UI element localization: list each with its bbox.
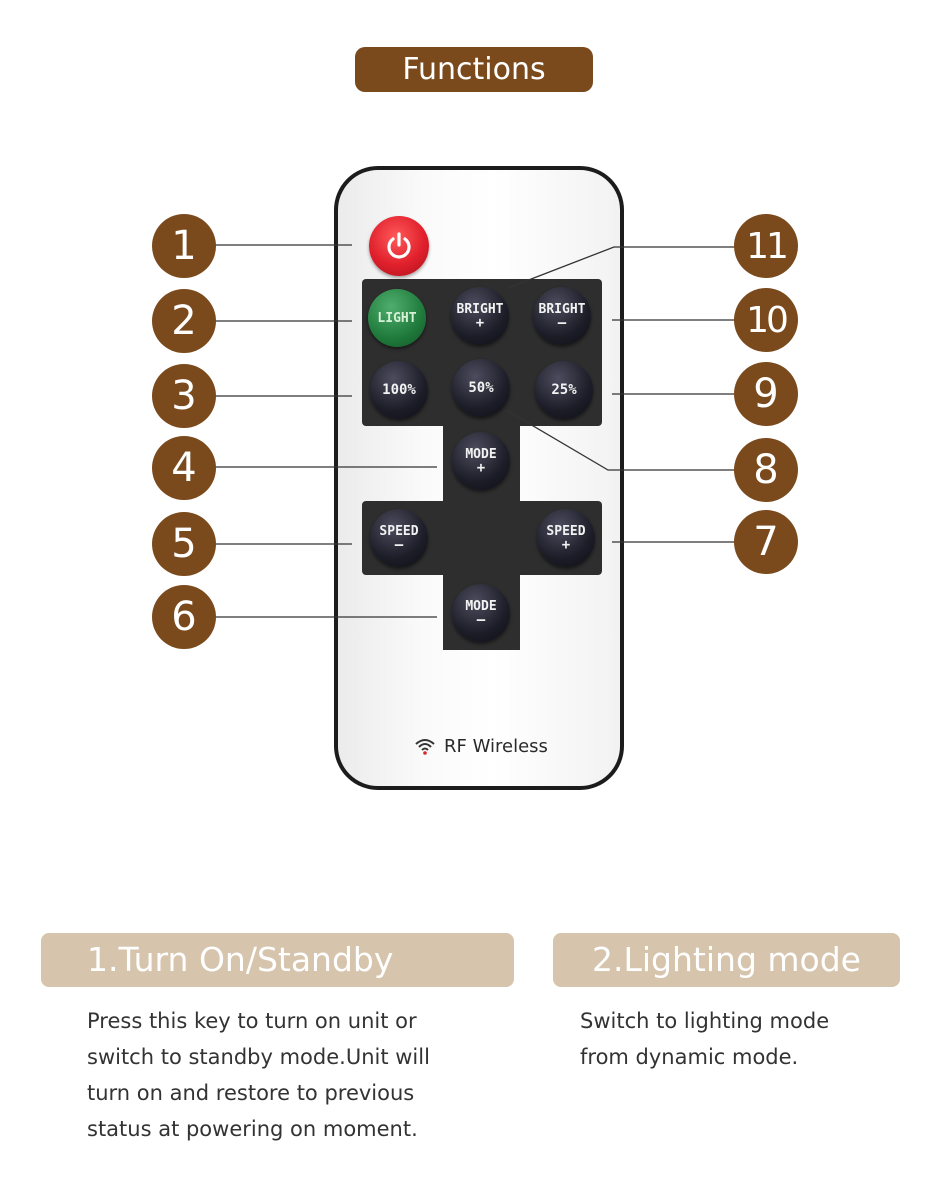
section-title-turn-on-standby: 1.Turn On/Standby <box>41 933 514 987</box>
description-line: from dynamic mode. <box>580 1045 799 1069</box>
light-button-label: LIGHT <box>377 310 417 326</box>
lighting-mode-description: Switch to lighting mode from dynamic mod… <box>580 1003 829 1075</box>
brightness-50-button[interactable]: 50% <box>452 359 510 417</box>
bright-minus-sign: – <box>557 315 567 331</box>
bright-minus-label: BRIGHT <box>538 302 586 317</box>
section-title-lighting-mode: 2.Lighting mode <box>553 933 900 987</box>
callout-number-11: 11 <box>734 214 798 278</box>
power-icon <box>387 232 411 259</box>
callout-number-5: 5 <box>152 512 216 576</box>
callout-number-3: 3 <box>152 364 216 428</box>
speed-minus-sign: – <box>394 537 404 553</box>
bright-plus-sign: + <box>475 315 485 331</box>
callout-number-6: 6 <box>152 585 216 649</box>
brightness-25-button[interactable]: 25% <box>535 361 593 419</box>
brightness-25-label: 25% <box>551 381 577 398</box>
callout-number-10: 10 <box>734 288 798 352</box>
turn-on-standby-description: Press this key to turn on unit or switch… <box>87 1003 430 1147</box>
brightness-50-label: 50% <box>468 379 494 396</box>
callout-number-1: 1 <box>152 214 216 278</box>
description-line: switch to standby mode.Unit will <box>87 1045 430 1069</box>
power-button[interactable] <box>369 216 429 276</box>
description-line: turn on and restore to previous <box>87 1081 415 1105</box>
mode-minus-sign: – <box>476 612 486 628</box>
callout-number-9: 9 <box>734 362 798 426</box>
callout-number-4: 4 <box>152 436 216 500</box>
speed-plus-label: SPEED <box>546 524 586 539</box>
brightness-100-label: 100% <box>382 381 416 398</box>
callout-line-8 <box>505 409 738 471</box>
mode-plus-sign: + <box>476 460 486 476</box>
mode-minus-button[interactable]: MODE – <box>452 584 510 642</box>
rf-wireless-brand: RF Wireless <box>414 733 548 759</box>
speed-minus-button[interactable]: SPEED – <box>370 509 428 567</box>
speed-plus-sign: + <box>561 537 571 553</box>
bright-minus-button[interactable]: BRIGHT – <box>533 287 591 345</box>
callout-number-2: 2 <box>152 289 216 353</box>
speed-plus-button[interactable]: SPEED + <box>537 509 595 567</box>
functions-title: Functions <box>355 47 593 92</box>
bright-plus-label: BRIGHT <box>456 302 504 317</box>
callout-number-7: 7 <box>734 510 798 574</box>
wifi-icon <box>415 739 435 755</box>
rf-wireless-label: RF Wireless <box>444 735 548 757</box>
description-line: Switch to lighting mode <box>580 1009 830 1033</box>
description-line: status at powering on moment. <box>87 1117 418 1141</box>
callout-line-11 <box>507 246 738 289</box>
callout-number-8: 8 <box>734 438 798 502</box>
speed-minus-label: SPEED <box>379 524 419 539</box>
mode-plus-label: MODE <box>465 447 497 462</box>
mode-plus-button[interactable]: MODE + <box>452 432 510 490</box>
bright-plus-button[interactable]: BRIGHT + <box>451 287 509 345</box>
mode-minus-label: MODE <box>465 599 497 614</box>
brightness-100-button[interactable]: 100% <box>370 361 428 419</box>
description-line: Press this key to turn on unit or <box>87 1009 417 1033</box>
light-button[interactable]: LIGHT <box>368 289 426 347</box>
